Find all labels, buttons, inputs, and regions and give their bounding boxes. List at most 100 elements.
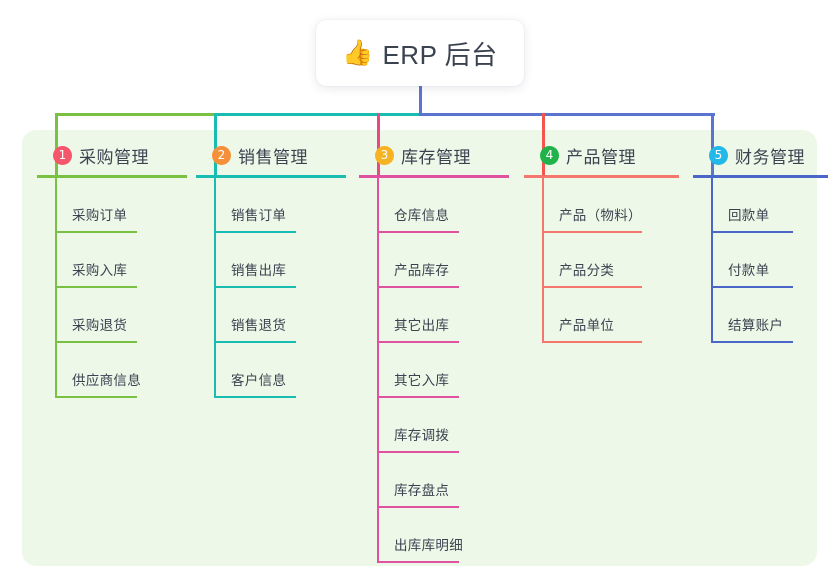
list-item[interactable]: 库存调拨 xyxy=(361,398,509,453)
list-item[interactable]: 仓库信息 xyxy=(361,178,509,233)
column-产品管理: 4 产品管理产品（物料） 产品分类产品单位 xyxy=(524,142,679,343)
content-panel xyxy=(22,130,817,566)
column-财务管理: 5 财务管理回款单付款单结算账户 xyxy=(693,142,828,343)
column-header-1[interactable]: 1 采购管理 xyxy=(37,142,187,168)
list-item-label: 出库库明细 xyxy=(394,538,463,553)
list-item-rule xyxy=(57,286,137,288)
list-item-label: 销售出库 xyxy=(231,263,287,278)
list-item[interactable]: 客户信息 xyxy=(198,343,346,398)
column-items: 仓库信息产品库存其它出库其它入库库存调拨库存盘点出库库明细 xyxy=(359,178,509,563)
root-node[interactable]: 👍 ERP 后台 xyxy=(316,20,524,86)
column-rule xyxy=(37,175,187,178)
column-header-4[interactable]: 4 产品管理 xyxy=(524,142,679,168)
column-items: 销售订单销售出库销售退货客户信息 xyxy=(196,178,346,398)
list-item-rule xyxy=(713,341,793,343)
branch-stub-2 xyxy=(214,113,217,175)
branch-stub-4 xyxy=(542,113,545,175)
column-header-3[interactable]: 3 库存管理 xyxy=(359,142,509,168)
list-item-label: 产品分类 xyxy=(559,263,615,278)
list-item[interactable]: 其它出库 xyxy=(361,288,509,343)
list-item-rule xyxy=(379,506,459,508)
branch-stub-1 xyxy=(55,113,58,175)
list-item[interactable]: 库存盘点 xyxy=(361,453,509,508)
list-item-rule xyxy=(216,396,296,398)
column-badge-1: 1 xyxy=(53,145,72,165)
list-item-label: 销售退货 xyxy=(231,318,287,333)
list-item-rule xyxy=(216,231,296,233)
column-spine xyxy=(55,178,57,398)
column-spine xyxy=(542,178,544,343)
column-销售管理: 2 销售管理销售订单销售出库销售退货客户信息 xyxy=(196,142,346,398)
column-title: 库存管理 xyxy=(401,147,471,167)
list-item-rule xyxy=(544,231,642,233)
column-title: 销售管理 xyxy=(238,147,308,167)
list-item-rule xyxy=(379,341,459,343)
list-item[interactable]: 销售订单 xyxy=(198,178,346,233)
list-item[interactable]: 销售出库 xyxy=(198,233,346,288)
column-badge-3: 3 xyxy=(375,145,394,165)
root-title: ERP 后台 xyxy=(382,39,498,70)
column-items: 回款单付款单结算账户 xyxy=(693,178,828,343)
column-rule xyxy=(196,175,346,178)
column-badge-4: 4 xyxy=(540,145,559,165)
list-item[interactable]: 出库库明细 xyxy=(361,508,509,563)
bus-segment-3 xyxy=(419,113,715,116)
list-item-label: 其它入库 xyxy=(394,373,450,388)
list-item-label: 库存盘点 xyxy=(394,483,450,498)
list-item[interactable]: 付款单 xyxy=(695,233,828,288)
list-item-label: 采购订单 xyxy=(72,208,128,223)
list-item-rule xyxy=(57,231,137,233)
list-item-label: 结算账户 xyxy=(728,318,784,333)
bus-segment-2 xyxy=(215,113,420,116)
list-item-rule xyxy=(57,341,137,343)
column-采购管理: 1 采购管理采购订单采购入库采购退货供应商信息 xyxy=(37,142,187,398)
list-item-label: 客户信息 xyxy=(231,373,287,388)
list-item-rule xyxy=(379,396,459,398)
list-item[interactable]: 其它入库 xyxy=(361,343,509,398)
column-title: 财务管理 xyxy=(735,147,805,167)
list-item[interactable]: 结算账户 xyxy=(695,288,828,343)
column-rule xyxy=(693,175,828,178)
list-item[interactable]: 销售退货 xyxy=(198,288,346,343)
column-spine xyxy=(711,178,713,343)
list-item[interactable]: 采购订单 xyxy=(39,178,187,233)
branch-stub-3 xyxy=(377,113,380,175)
column-items: 产品（物料） 产品分类产品单位 xyxy=(524,178,679,343)
list-item-rule xyxy=(57,396,137,398)
list-item[interactable]: 回款单 xyxy=(695,178,828,233)
branch-stub-5 xyxy=(711,113,714,175)
list-item[interactable]: 供应商信息 xyxy=(39,343,187,398)
column-header-5[interactable]: 5 财务管理 xyxy=(693,142,828,168)
column-header-2[interactable]: 2 销售管理 xyxy=(196,142,346,168)
list-item[interactable]: 产品库存 xyxy=(361,233,509,288)
column-title: 采购管理 xyxy=(79,147,149,167)
list-item-rule xyxy=(379,451,459,453)
list-item-label: 产品单位 xyxy=(559,318,615,333)
list-item-label: 付款单 xyxy=(728,263,770,278)
list-item-rule xyxy=(379,286,459,288)
list-item-label: 库存调拨 xyxy=(394,428,450,443)
list-item-rule xyxy=(713,231,793,233)
list-item[interactable]: 产品分类 xyxy=(526,233,679,288)
list-item[interactable]: 采购退货 xyxy=(39,288,187,343)
list-item[interactable]: 采购入库 xyxy=(39,233,187,288)
list-item-label: 产品（物料） xyxy=(559,208,642,223)
list-item[interactable]: 产品（物料） xyxy=(526,178,679,233)
list-item-rule xyxy=(379,561,459,563)
list-item-label: 产品库存 xyxy=(394,263,450,278)
column-badge-5: 5 xyxy=(709,145,728,165)
column-title: 产品管理 xyxy=(566,147,636,167)
column-rule xyxy=(359,175,509,178)
column-badge-2: 2 xyxy=(212,145,231,165)
list-item[interactable]: 产品单位 xyxy=(526,288,679,343)
list-item-label: 供应商信息 xyxy=(72,373,141,388)
thumbs-up-icon: 👍 xyxy=(342,38,374,67)
column-items: 采购订单采购入库采购退货供应商信息 xyxy=(37,178,187,398)
list-item-label: 采购退货 xyxy=(72,318,128,333)
list-item-label: 回款单 xyxy=(728,208,770,223)
bus-segment-1 xyxy=(56,113,215,116)
list-item-label: 其它出库 xyxy=(394,318,450,333)
list-item-rule xyxy=(713,286,793,288)
list-item-label: 销售订单 xyxy=(231,208,287,223)
list-item-rule xyxy=(216,286,296,288)
